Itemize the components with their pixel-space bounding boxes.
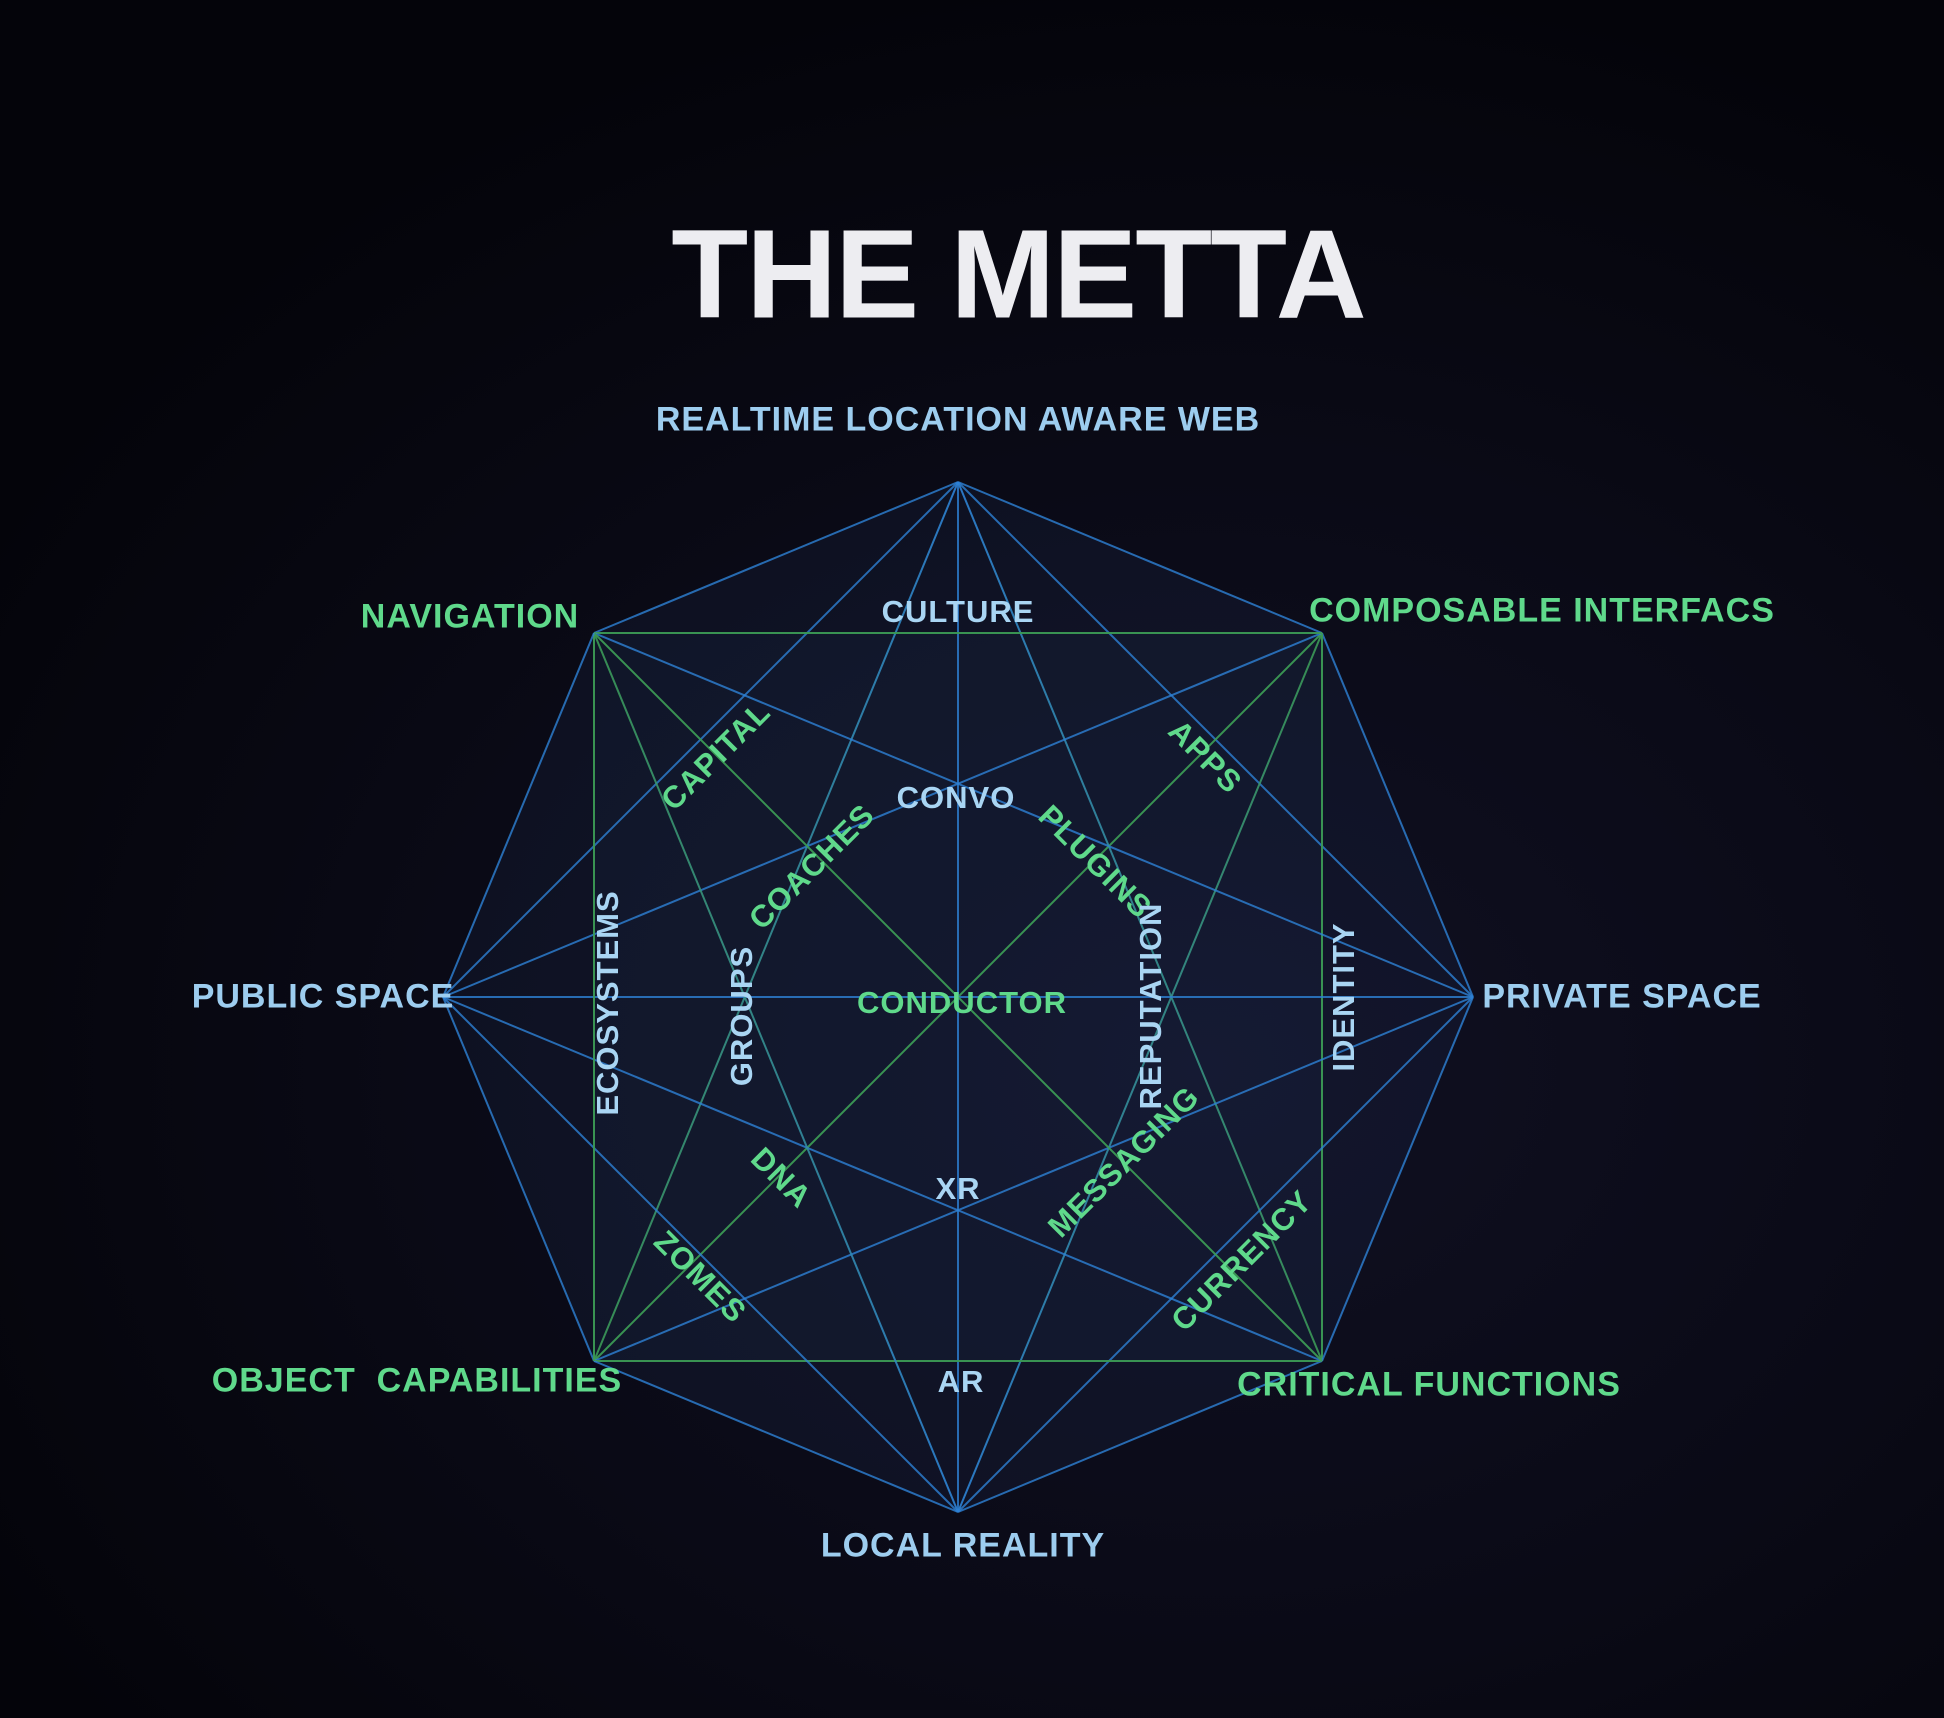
inner-label-convo: CONVO (896, 780, 1016, 815)
node-label-composable-interfacs: COMPOSABLE INTERFACS (1309, 591, 1775, 630)
blue-edge-TR-L (442, 632, 1323, 998)
blue-edge-TR-R (1321, 632, 1474, 998)
gradient-edge-T-BL (593, 481, 959, 1362)
blue-edge-B-BL (593, 1360, 959, 1513)
blue-edge-R-BL (593, 996, 1474, 1362)
node-label-realtime-location-aware-web: REALTIME LOCATION AWARE WEB (655, 400, 1261, 439)
blue-edge-BL-L (442, 996, 595, 1362)
node-label-public-space: PUBLIC SPACE (191, 977, 455, 1016)
inner-label-conductor: CONDUCTOR (857, 985, 1067, 1020)
inner-label-identity: IDENTITY (1326, 922, 1361, 1072)
node-label-critical-functions: CRITICAL FUNCTIONS (1237, 1365, 1621, 1404)
green-edge-BR-TL (593, 632, 1323, 1362)
blue-edge-T-TL (593, 481, 959, 634)
node-label-navigation: NAVIGATION (360, 597, 580, 636)
blue-edge-BR-B (957, 1360, 1323, 1513)
node-label-object-capabilities: OBJECT CAPABILITIES (211, 1361, 623, 1400)
blue-edge-BR-L (442, 996, 1323, 1362)
inner-label-ar: AR (937, 1364, 985, 1399)
inner-label-ecosystems: ECOSYSTEMS (590, 890, 625, 1116)
inner-label-reputation: REPUTATION (1133, 902, 1168, 1110)
blue-edge-L-TL (442, 632, 595, 998)
blue-edge-B-L (442, 996, 959, 1513)
gradient-edge-B-TL (593, 632, 959, 1513)
gradient-edge-TR-B (957, 632, 1323, 1513)
blue-edge-R-TL (593, 632, 1474, 998)
blue-edge-T-TR (957, 481, 1323, 634)
gradient-edge-T-BR (957, 481, 1323, 1362)
inner-label-groups: GROUPS (724, 945, 759, 1087)
page-title: THE METTA (671, 203, 1367, 345)
inner-label-culture: CULTURE (881, 594, 1035, 629)
node-label-private-space: PRIVATE SPACE (1482, 977, 1762, 1016)
inner-label-xr: XR (935, 1171, 981, 1206)
blue-edge-R-BR (1321, 996, 1474, 1362)
node-label-local-reality: LOCAL REALITY (820, 1526, 1106, 1565)
